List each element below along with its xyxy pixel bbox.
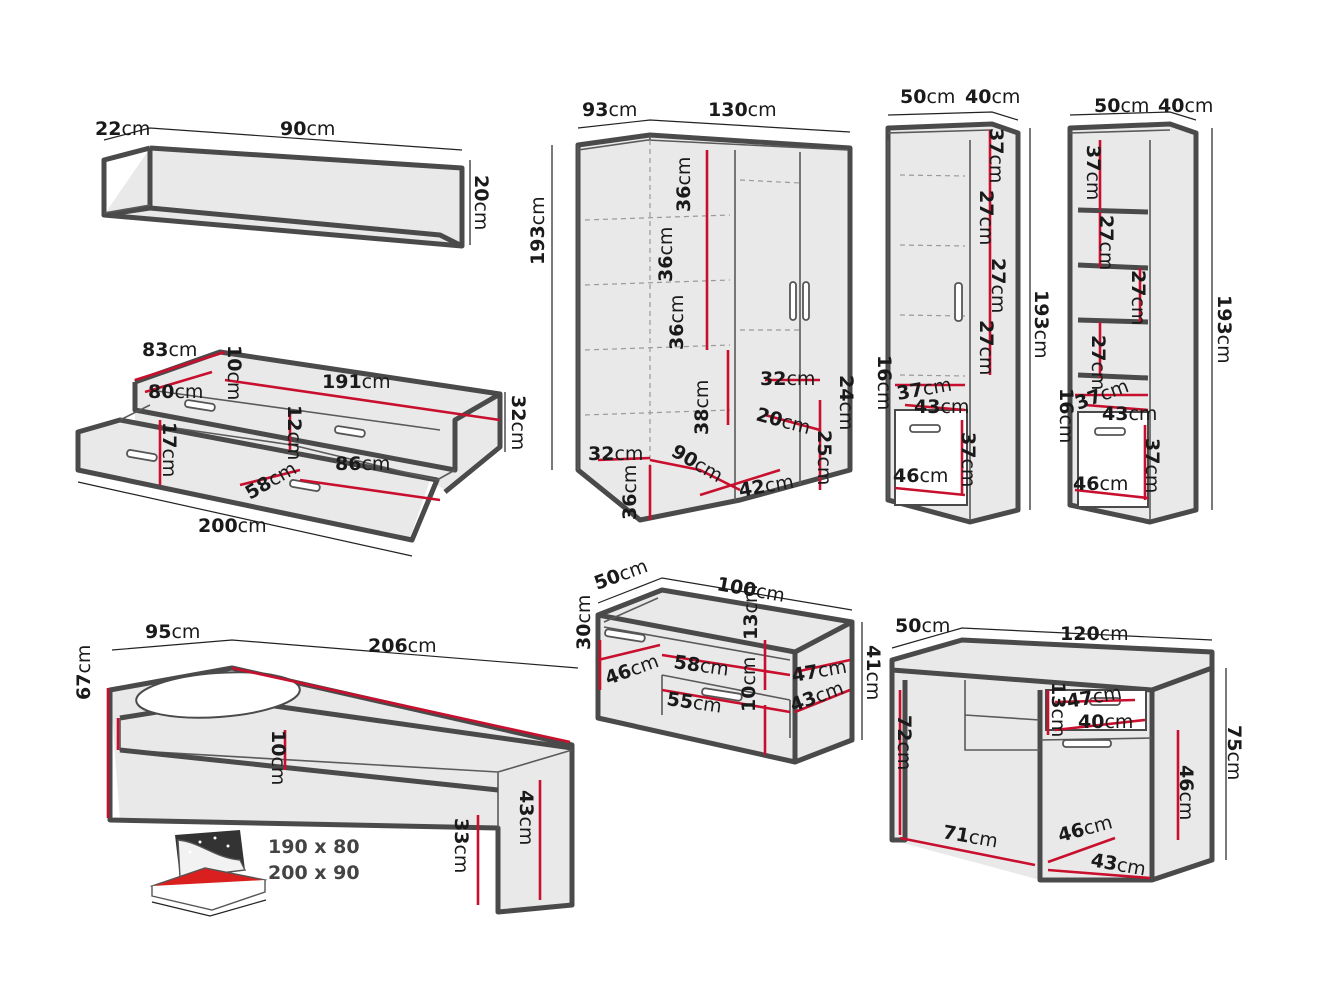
dimension-label: 120cm	[1060, 623, 1129, 645]
dimension-label: 41cm	[862, 645, 884, 700]
dimension-label: 55cm	[665, 688, 723, 717]
tall-cabinet-door	[885, 111, 1031, 525]
dimension-label: 40cm	[1078, 711, 1133, 733]
dimension-label: 27cm	[975, 320, 997, 375]
dimension-label: 27cm	[1087, 335, 1109, 390]
dimension-label: 37cm	[1082, 145, 1104, 200]
dimension-label: 43cm	[515, 790, 537, 845]
dimension-label: 36cm	[655, 227, 677, 282]
dimension-label: 71cm	[941, 821, 999, 852]
dimension-label: 30cm	[573, 595, 595, 650]
dimension-label: 33cm	[450, 818, 472, 873]
dimension-label: 83cm	[142, 339, 197, 361]
dimension-label: 25cm	[813, 430, 835, 485]
dimension-label: 200cm	[198, 515, 267, 537]
dimension-label: 193cm	[527, 196, 549, 265]
size-line-1: 190 x 80	[268, 836, 360, 858]
single-bed	[106, 639, 579, 915]
dimension-label: 50cm	[900, 86, 955, 108]
tv-stand	[595, 577, 863, 765]
dimension-label: 27cm	[1127, 270, 1149, 325]
dimension-label: 46cm	[893, 465, 948, 487]
dimension-label: 50cm	[1094, 95, 1149, 117]
corner-wardrobe	[551, 119, 853, 523]
dimension-label: 12cm	[283, 405, 305, 460]
dimension-label: 47cm	[1065, 682, 1123, 713]
dimension-label: 10cm	[267, 730, 289, 785]
dimension-label: 32cm	[507, 395, 529, 450]
dimension-label: 93cm	[582, 99, 637, 121]
dimension-label: 47cm	[790, 656, 848, 687]
dimension-label: 58cm	[672, 651, 730, 680]
dimension-label: 37cm	[957, 432, 979, 487]
dimension-label: 43cm	[914, 396, 969, 418]
dimension-label: 36cm	[673, 157, 695, 212]
dimension-label: 16cm	[873, 355, 895, 410]
dimension-label: 20cm	[470, 175, 492, 230]
dimension-label: 13cm	[740, 585, 762, 640]
dimension-label: 22cm	[95, 118, 150, 140]
dimension-label: 72cm	[893, 715, 915, 770]
dimension-label: 37cm	[1141, 438, 1163, 493]
dimension-label: 80cm	[148, 381, 203, 403]
dimension-label: 40cm	[965, 86, 1020, 108]
dimension-label: 27cm	[975, 190, 997, 245]
desk	[889, 627, 1227, 883]
dimension-label: 40cm	[1158, 95, 1213, 117]
dimension-label: 46cm	[1073, 473, 1128, 495]
dimension-label: 42cm	[737, 471, 795, 502]
dimension-label: 86cm	[335, 453, 390, 475]
dimension-label: 50cm	[895, 615, 950, 637]
dimension-label: 50cm	[591, 555, 651, 595]
dimension-label: 10cm	[738, 657, 760, 712]
size-line-2: 200 x 90	[268, 862, 360, 884]
dimension-label: 100cm	[715, 573, 786, 607]
dimension-label: 27cm	[1095, 215, 1117, 270]
dimension-label: 191cm	[322, 371, 391, 393]
dimension-label: 27cm	[987, 258, 1009, 313]
dimension-label: 43cm	[1102, 403, 1157, 425]
dimension-label: 75cm	[1223, 725, 1245, 780]
dimension-label: 24cm	[835, 375, 857, 430]
wall-shelf	[101, 127, 471, 249]
dimension-label: 43cm	[1089, 849, 1147, 880]
dimension-label: 67cm	[73, 645, 95, 700]
dimension-label: 193cm	[1030, 290, 1052, 359]
dimension-label: 38cm	[691, 380, 713, 435]
dimension-label: 46cm	[1175, 765, 1197, 820]
dimension-label: 36cm	[619, 465, 641, 520]
dimension-label: 16cm	[1055, 388, 1077, 443]
dimension-label: 37cm	[895, 374, 953, 405]
dimension-label: 32cm	[760, 368, 815, 390]
dimension-label: 95cm	[145, 621, 200, 643]
dimension-label: 206cm	[368, 635, 437, 657]
dimension-label: 90cm	[280, 118, 335, 140]
dimension-label: 193cm	[1213, 295, 1235, 364]
dimension-label: 17cm	[158, 422, 180, 477]
dimension-label: 13cm	[1047, 682, 1069, 737]
dimension-label: 36cm	[666, 295, 688, 350]
dimension-label: 130cm	[708, 99, 777, 121]
dimension-label: 37cm	[985, 128, 1007, 183]
tall-cabinet-open	[1067, 111, 1213, 525]
mattress-size-icon	[149, 830, 268, 917]
dimension-label: 10cm	[223, 345, 245, 400]
bed-with-drawers	[75, 349, 506, 557]
dimension-label: 32cm	[588, 443, 643, 465]
